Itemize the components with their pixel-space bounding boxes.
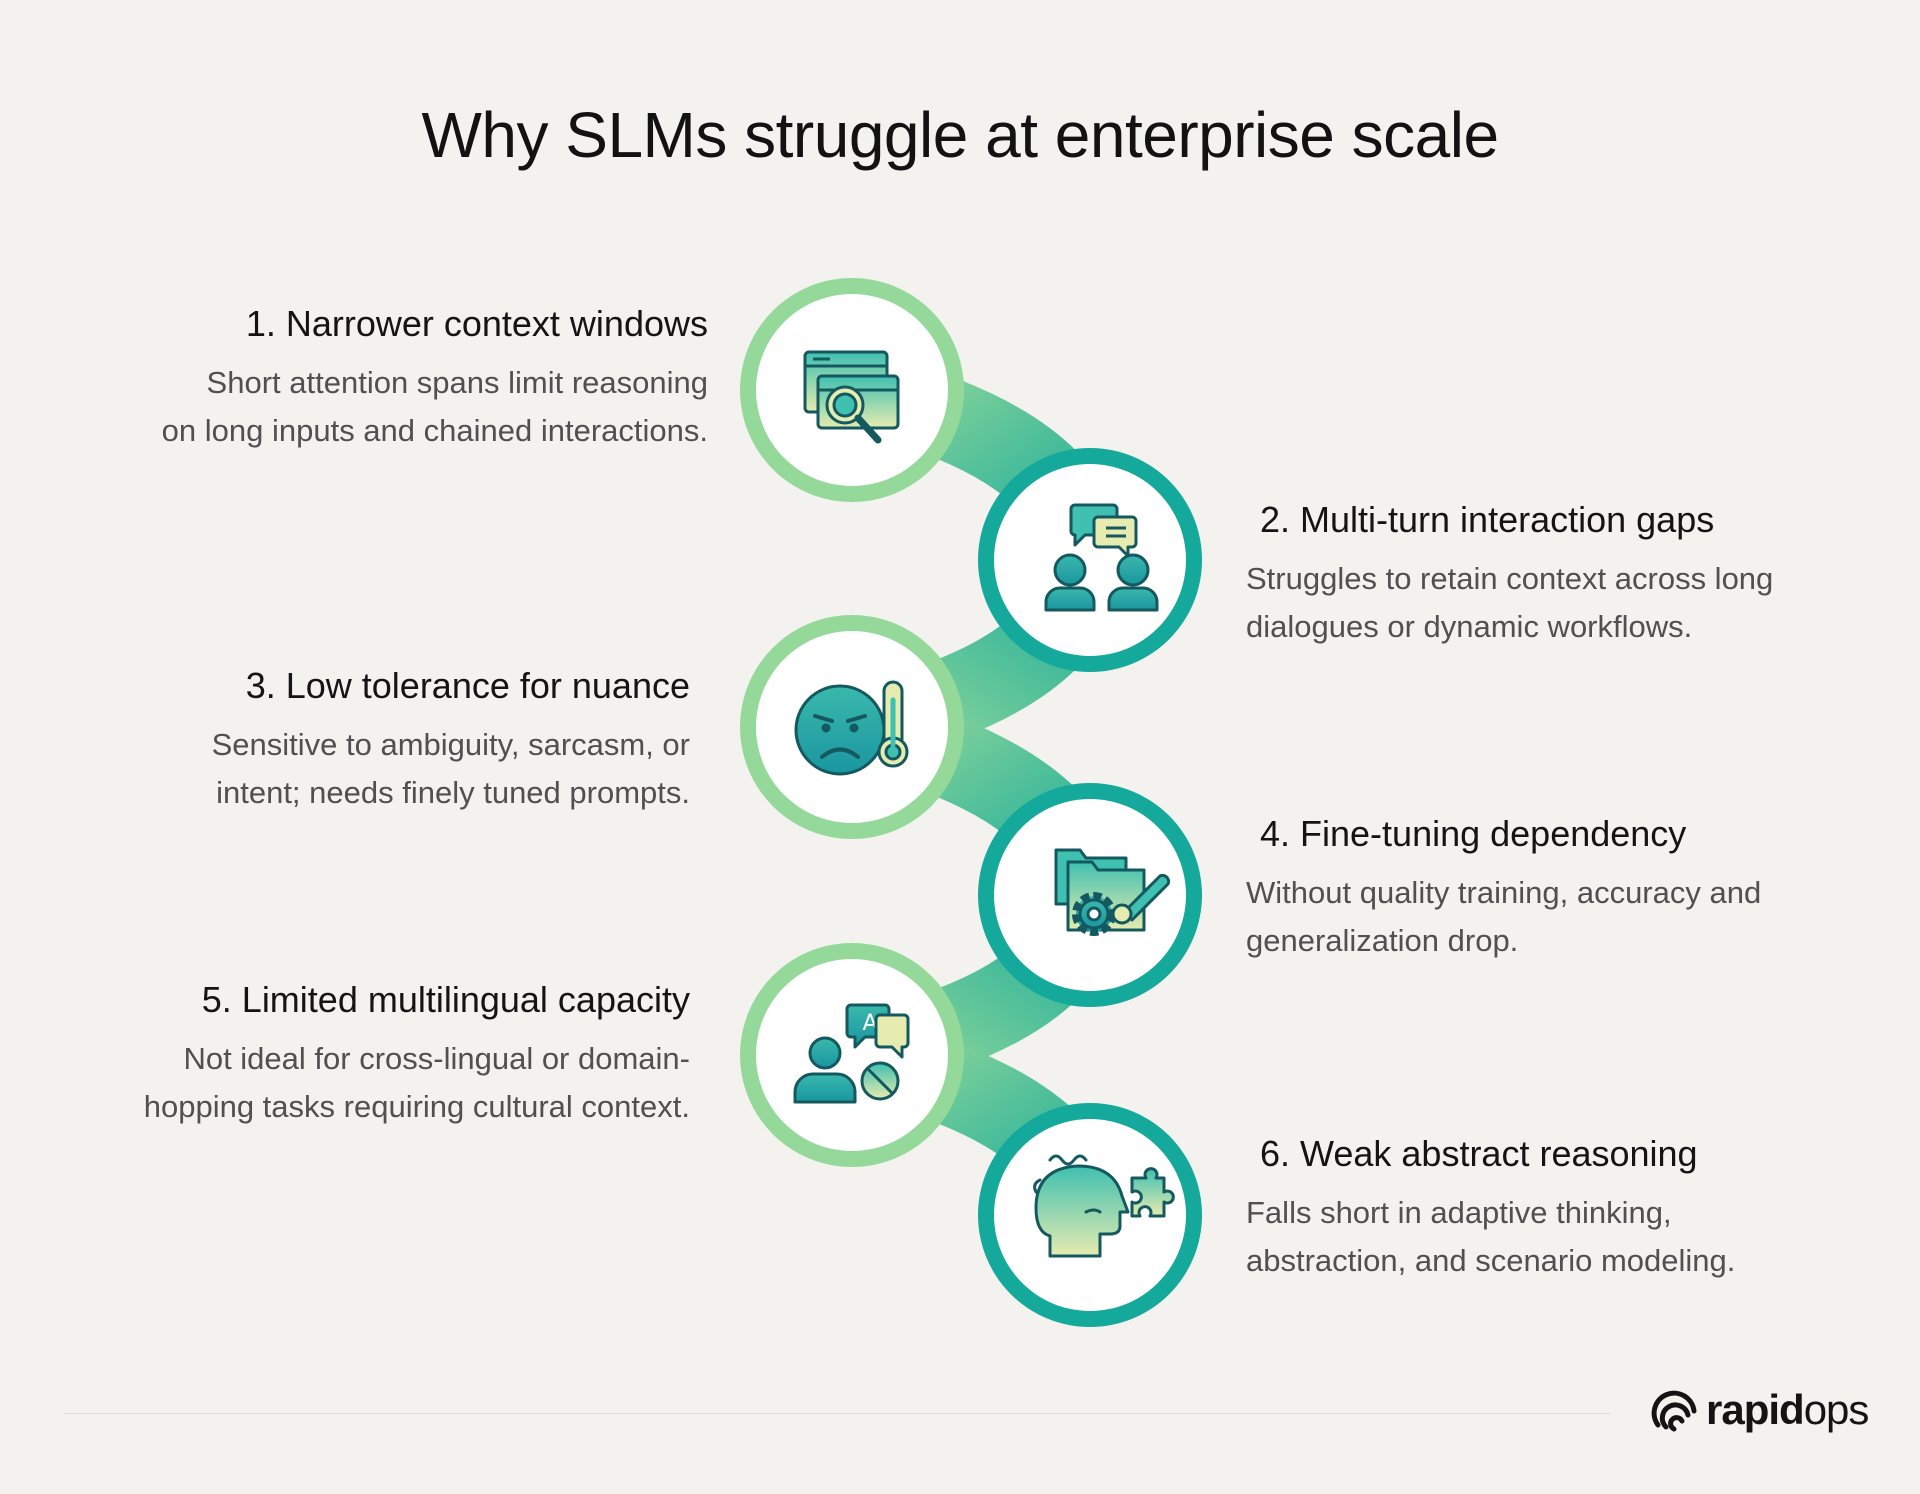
step-2: 2. Multi-turn interaction gaps Struggles… — [1246, 498, 1773, 651]
step-4-heading: 4. Fine-tuning dependency — [1260, 813, 1687, 854]
step-circle-2 — [978, 448, 1202, 672]
step-6-description: Falls short in adaptive thinking,abstrac… — [1246, 1195, 1736, 1279]
step-6-heading: 6. Weak abstract reasoning — [1260, 1133, 1698, 1174]
head-puzzle-icon — [1033, 1154, 1175, 1258]
step-circle-5 — [740, 943, 964, 1167]
folder-gear-icon — [1054, 848, 1171, 936]
step-4: 4. Fine-tuning dependency Without qualit… — [1246, 812, 1761, 965]
rapidops-logo-icon — [1651, 1390, 1697, 1432]
brand-logo: rapidops — [1650, 1385, 1869, 1435]
step-5: 5. Limited multilingual capacity Not ide… — [144, 978, 690, 1131]
step-6: 6. Weak abstract reasoning Falls short i… — [1246, 1132, 1735, 1285]
person-translate-icon: A — [793, 1003, 910, 1104]
page-title: Why SLMs struggle at enterprise scale — [421, 99, 1499, 171]
logo-wordmark: rapidops — [1706, 1386, 1869, 1433]
step-3-heading: 3. Low tolerance for nuance — [245, 665, 690, 706]
step-3: 3. Low tolerance for nuance Sensitive to… — [212, 664, 690, 817]
chat-people-icon — [1044, 503, 1159, 612]
window-search-icon — [803, 350, 900, 444]
step-5-description: Not ideal for cross-lingual or domain-ho… — [143, 1041, 690, 1125]
frown-thermometer-icon — [794, 680, 909, 776]
step-2-heading: 2. Multi-turn interaction gaps — [1260, 499, 1715, 540]
svg-text:A: A — [862, 1011, 877, 1036]
footer-divider — [64, 1413, 1610, 1414]
step-1-heading: 1. Narrower context windows — [245, 303, 708, 344]
step-1: 1. Narrower context windows Short attent… — [162, 302, 708, 455]
step-5-heading: 5. Limited multilingual capacity — [201, 979, 690, 1020]
